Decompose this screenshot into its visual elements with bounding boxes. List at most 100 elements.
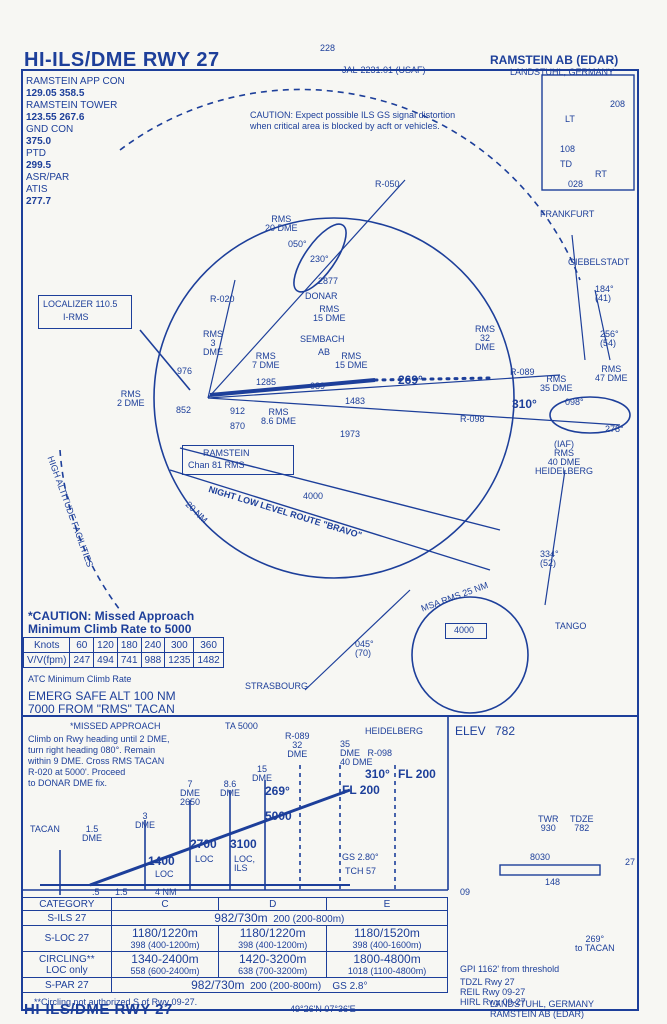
course-184: 184° (41) <box>595 284 614 303</box>
mins-sils-label: S-ILS 27 <box>22 910 112 926</box>
profile-2700: 2700 <box>190 837 217 851</box>
profile-fl200: FL 200 <box>398 767 436 781</box>
vv-247: 247 <box>69 652 95 668</box>
rms-20dme: RMS 20 DME <box>265 214 298 233</box>
profile-tacan: TACAN <box>30 824 60 834</box>
knots-120: 120 <box>93 637 118 653</box>
rwy-27: 27 <box>625 857 636 867</box>
rms-47dme: RMS 47 DME <box>595 364 628 383</box>
profile-r098: 35 DME R-098 40 DME <box>340 739 393 767</box>
course-089: 089° <box>310 381 329 391</box>
profile-loc1: LOC <box>155 869 174 879</box>
course-098: 098° <box>565 397 584 407</box>
tacan-note: 269° to TACAN <box>575 934 615 953</box>
vv-988: 988 <box>140 652 166 668</box>
sembach-id: AB <box>318 347 331 357</box>
knots-60: 60 <box>69 637 95 653</box>
footer-coords: 49°26'N 07°36'E <box>290 1004 356 1014</box>
profile-3100: 3100 <box>230 837 257 851</box>
profile-r089: R-089 32 DME <box>285 731 310 759</box>
gpi-note: GPI 1162' from threshold <box>460 964 560 974</box>
elev-1483: 1483 <box>345 396 366 406</box>
mins-spar-values: 982/730m 200 (200-800m) GS 2.8° <box>110 977 449 993</box>
profile-dist-4: 4 NM <box>155 887 177 897</box>
localizer-box: LOCALIZER 110.5 I-RMS <box>38 295 132 329</box>
knots-300: 300 <box>164 637 195 653</box>
rms-86dme: RMS 8.6 DME <box>261 407 297 426</box>
profile-loc2: LOC <box>195 854 214 864</box>
hold-lt: LT <box>565 114 575 124</box>
vv-494: 494 <box>93 652 118 668</box>
rms-3dme: RMS 3 DME <box>203 329 223 357</box>
profile-86dme: 8.6 DME <box>220 779 240 798</box>
missed-title: *MISSED APPROACH <box>70 721 161 731</box>
footer-title: HI-ILS/DME RWY 27 <box>24 1001 173 1018</box>
course-278: 278° <box>605 424 624 434</box>
hold-208: 208 <box>610 99 626 109</box>
tacan-chan: Chan 81 RMS <box>188 460 245 470</box>
profile-gs: GS 2.80° <box>342 852 379 862</box>
iaf-heidelberg: (IAF) RMS 40 DME HEIDELBERG <box>535 439 594 476</box>
mins-cat-e: E <box>326 897 448 911</box>
giebelstadt: GIEBELSTADT <box>568 257 630 267</box>
course-256: 256° (54) <box>600 329 619 348</box>
knots-240: 240 <box>140 637 166 653</box>
caution-gs: CAUTION: Expect possible ILS GS signal d… <box>250 110 456 131</box>
elev-912: 912 <box>230 406 246 416</box>
alt-4000: 4000 <box>303 491 324 501</box>
course-310: 310° <box>512 397 537 411</box>
profile-269: 269° <box>265 784 290 798</box>
frankfurt: FRANKFURT <box>540 209 595 219</box>
tacan-name: RAMSTEIN <box>203 448 250 458</box>
elev-1285: 1285 <box>256 377 277 387</box>
reil-note: REIL Rwy 09-27 <box>460 987 526 997</box>
hold-028: 028 <box>568 179 584 189</box>
profile-dist-5: .5 <box>92 887 100 897</box>
elev-value: 782 <box>495 724 516 738</box>
elev-976: 976 <box>177 366 193 376</box>
knots-label: Knots <box>22 637 71 653</box>
mins-cat-c: C <box>110 897 220 911</box>
rms-7dme: RMS 7 DME <box>252 351 280 370</box>
profile-tch: TCH 57 <box>345 866 377 876</box>
profile-1400: 1400 <box>148 854 175 868</box>
mins-sloc-label: S-LOC 27 <box>22 925 112 952</box>
hirl-note: HIRL Rwy 09-27 <box>460 997 526 1007</box>
mins-spar-row: S-PAR 27 982/730m 200 (200-800m) GS 2.8° <box>22 977 449 993</box>
elev-870: 870 <box>230 421 246 431</box>
missed-text: Climb on Rwy heading until 2 DME, turn r… <box>28 734 170 788</box>
vv-label: V/V(fpm) <box>22 652 71 668</box>
circling-note: **Circling not authorized S of Rwy 09-27… <box>34 997 198 1007</box>
msa-box: 4000 <box>445 623 487 639</box>
mins-circ-label: CIRCLING** LOC only <box>22 951 112 978</box>
chart-ref: JAL-2231.01 (USAF) <box>342 65 426 75</box>
mins-category: CATEGORY <box>22 897 112 911</box>
approach-chart: HI-ILS/DME RWY 27 228 JAL-2231.01 (USAF)… <box>20 30 640 1019</box>
vv-1235: 1235 <box>164 652 195 668</box>
page-number: 228 <box>320 43 336 53</box>
donar-dme: RMS 15 DME <box>313 304 346 323</box>
localizer-name: LOCALIZER 110.5 <box>43 299 118 309</box>
hold-108: 108 <box>560 144 576 154</box>
tdze: TDZE 782 <box>570 814 594 833</box>
knots-180: 180 <box>116 637 142 653</box>
chart-lineart <box>21 69 639 1011</box>
course-050: 050° <box>288 239 307 249</box>
knots-row: Knots 60 120 180 240 300 360 <box>22 637 224 653</box>
tacan-box: RAMSTEIN Chan 81 RMS <box>182 445 294 475</box>
caution-missed: *CAUTION: Missed Approach Minimum Climb … <box>28 609 195 636</box>
rwy-09: 09 <box>460 887 471 897</box>
rms-15dme: RMS 15 DME <box>335 351 368 370</box>
atc-climb: ATC Minimum Climb Rate <box>28 674 132 684</box>
radial-020: R-020 <box>210 294 235 304</box>
footer-airport: RAMSTEIN AB (EDAR) <box>490 1009 585 1019</box>
